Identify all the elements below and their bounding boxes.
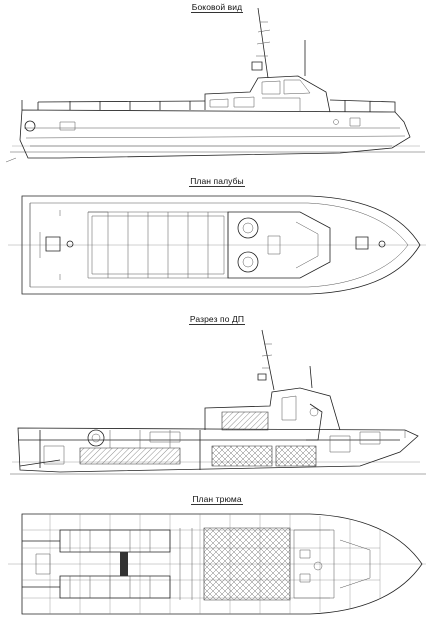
side-aft-rail bbox=[38, 101, 205, 102]
hold-tank bbox=[204, 528, 290, 600]
side-wheelhouse bbox=[205, 76, 330, 112]
side-view-title: Боковой вид bbox=[190, 2, 244, 13]
deck-plan-drawing bbox=[8, 196, 426, 294]
hold-plan-drawing bbox=[8, 514, 426, 614]
hold-engine-port bbox=[60, 530, 170, 552]
hold-plan-title: План трюма bbox=[191, 494, 243, 505]
side-hull bbox=[20, 110, 410, 158]
hold-engine-starboard bbox=[60, 576, 170, 598]
section-hull bbox=[18, 428, 418, 472]
section-title: Разрез по ДП bbox=[188, 314, 246, 325]
deck-wheelhouse bbox=[228, 212, 330, 278]
section-deckhouse bbox=[205, 388, 340, 430]
side-view-drawing bbox=[6, 8, 425, 162]
deck-hull-outline bbox=[22, 196, 420, 294]
section-drawing bbox=[10, 330, 426, 474]
deck-plan-title: План палубы bbox=[189, 176, 245, 187]
section-mast bbox=[262, 330, 274, 390]
hold-hull-outline bbox=[22, 514, 422, 614]
section-engine bbox=[80, 448, 180, 464]
